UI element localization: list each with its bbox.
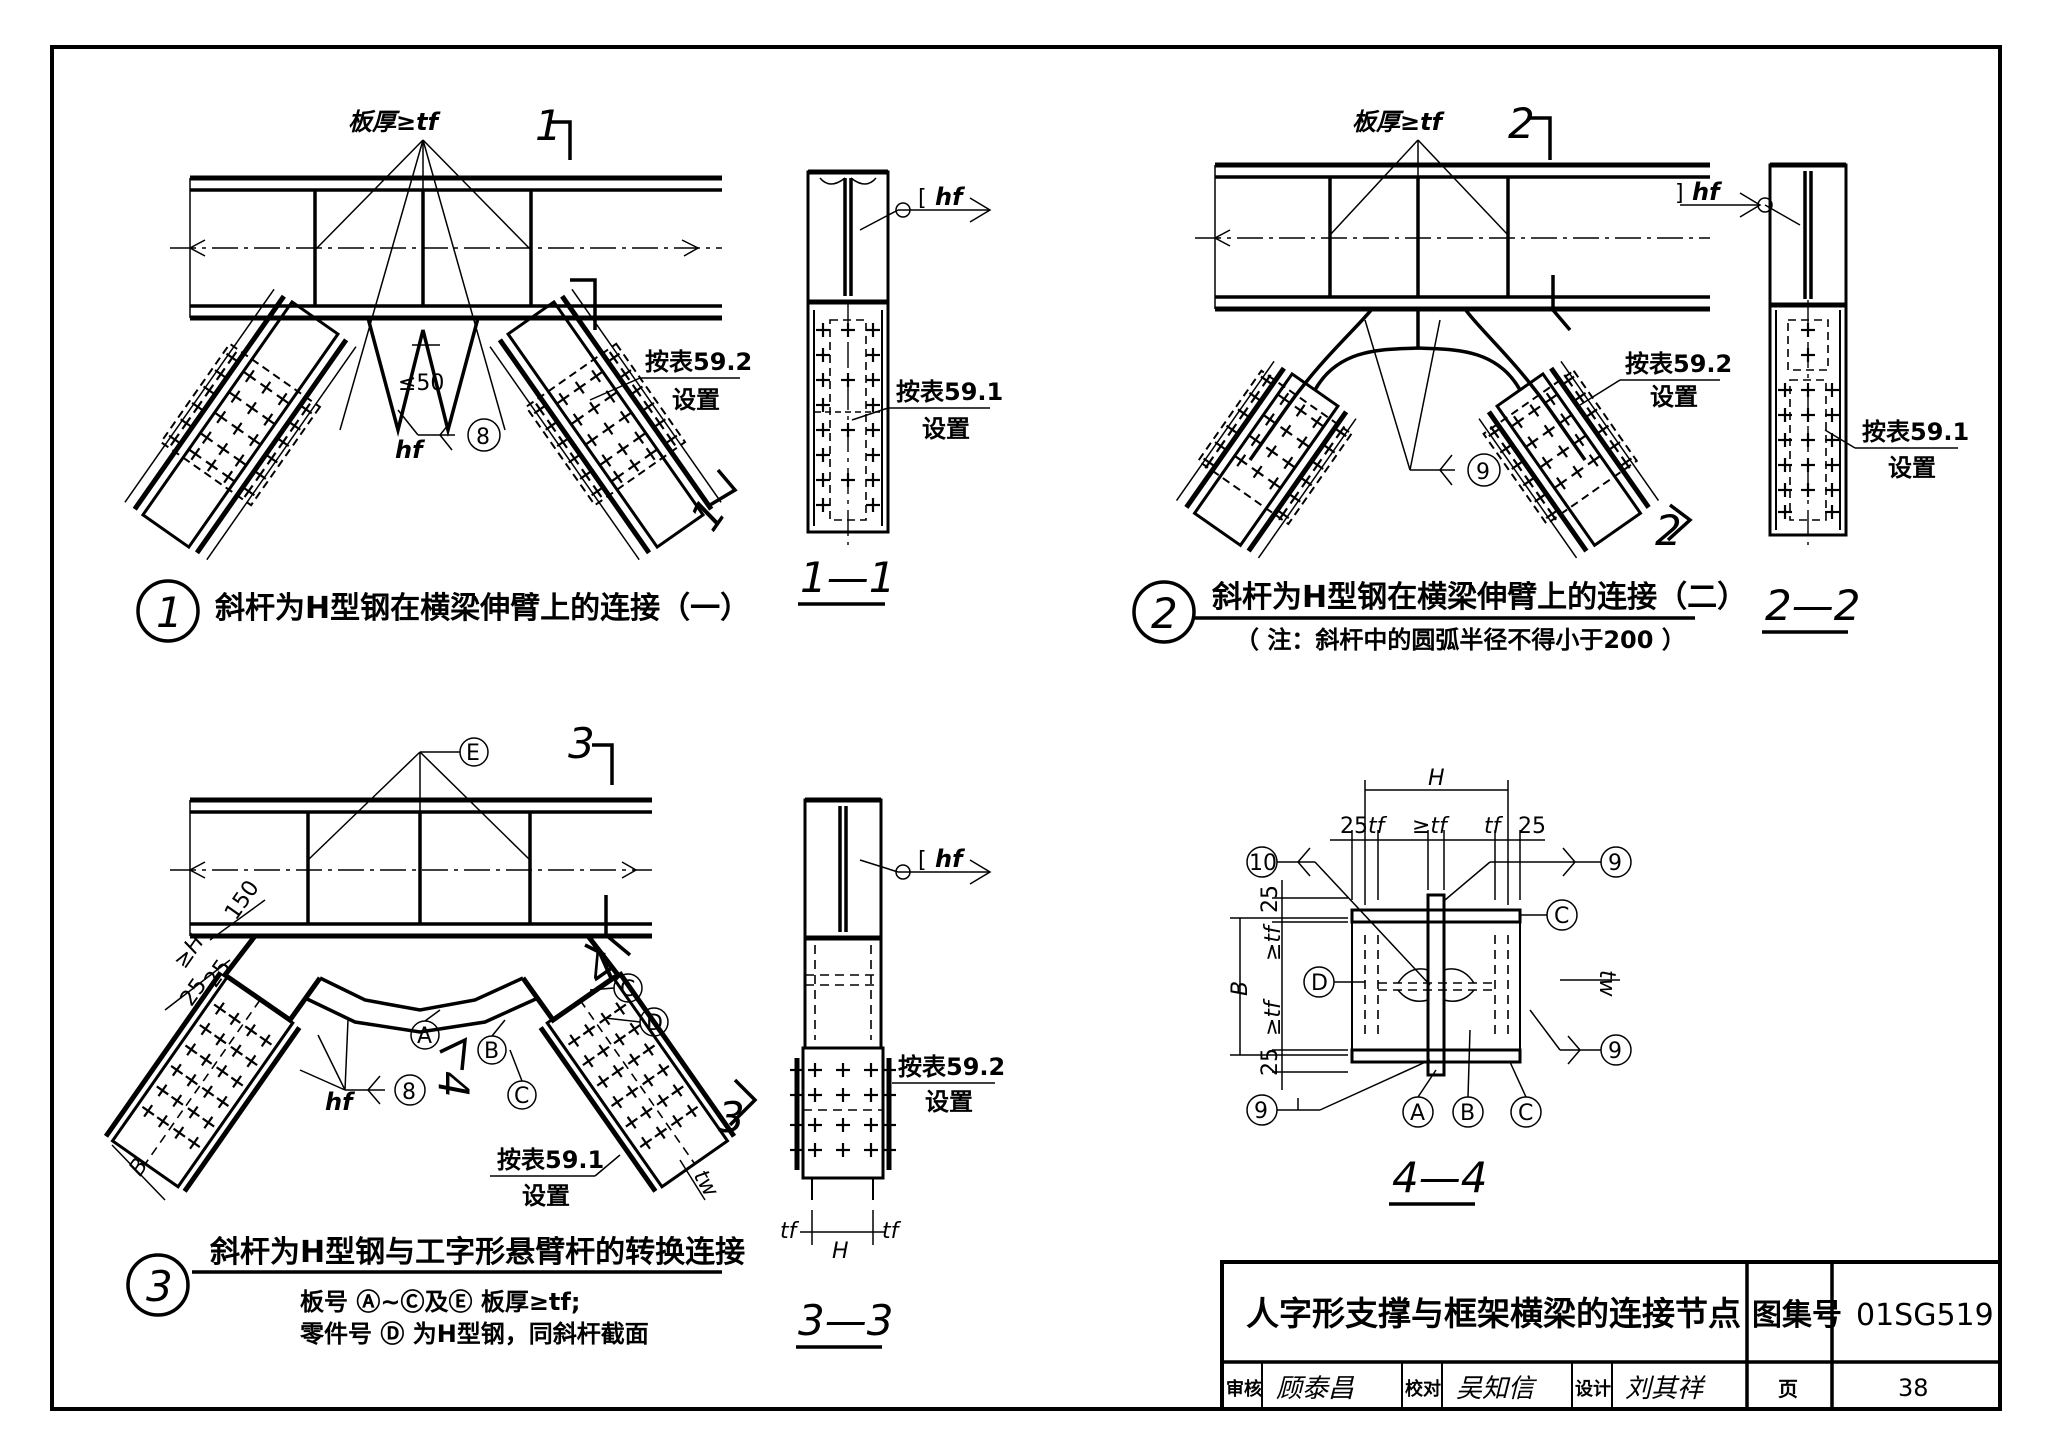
d3-weld-hf: hf [325, 1088, 355, 1116]
s44-dim-25-right: 25 [1518, 814, 1546, 839]
d1-weld-hf: hf [395, 436, 425, 464]
s33-tf-right: tf [882, 1219, 902, 1244]
tb-atlas-label: 图集号 [1752, 1298, 1842, 1333]
s33-h: H [832, 1239, 849, 1264]
s44-dim-25-bot: 25 [1258, 1048, 1283, 1076]
s44-plate-c-top: C [1554, 904, 1569, 929]
d1-plate-note: 板厚≥tf [348, 108, 441, 136]
s22-table591: 按表59.1 [1862, 418, 1969, 446]
s44-plate-d: D [1311, 971, 1328, 996]
s33-table592: 按表59.2 [898, 1053, 1005, 1081]
s44-dim-25-left: 25 [1340, 814, 1368, 839]
d3-plate-e: E [466, 741, 480, 766]
tb-page-label: 页 [1778, 1377, 1798, 1401]
s44-dim-tf-left: tf [1368, 814, 1388, 839]
d2-num: 2 [1151, 589, 1178, 638]
tb-title: 人字形支撑与框架横梁的连接节点 [1246, 1294, 1741, 1333]
s33-set: 设置 [925, 1088, 973, 1116]
d3-note1: 板号 Ⓐ~Ⓒ及Ⓔ 板厚≥tf; [300, 1288, 580, 1316]
tb-review-name: 顾泰昌 [1276, 1374, 1355, 1404]
s44-dim-h: H [1428, 766, 1445, 791]
s44-ref9-left: 9 [1254, 1099, 1268, 1124]
d3-section4-mark-bottom: 4 [429, 1071, 478, 1098]
s11-label: 1—1 [800, 553, 895, 602]
d1-weld-ref: 8 [476, 425, 490, 450]
detail-1: 板厚≥tf 1 1 ≤50 hf 8 按表59.2 设置 1 斜杆为H型钢在横梁… [124, 101, 752, 643]
d3-plate-d: D [646, 1011, 663, 1036]
s33-weld-hf: hf [935, 845, 965, 873]
tb-check-label: 校对 [1405, 1378, 1441, 1400]
s44-dim-tw: tw [1594, 970, 1619, 998]
d3-plate-c2: C [620, 977, 635, 1002]
s44-dim-gtf: ≥tf [1412, 814, 1450, 839]
s33-tf-left: tf [780, 1219, 800, 1244]
d1-spacing-note: ≤50 [398, 371, 444, 396]
d2-section-mark-top: 2 [1508, 99, 1535, 148]
d2-table592: 按表59.2 [1625, 350, 1732, 378]
d2-title: 斜杆为H型钢在横梁伸臂上的连接（二） [1212, 580, 1747, 615]
d3-set: 设置 [522, 1182, 570, 1210]
d2-note: （ 注：斜杆中的圆弧半径不得小于200 ） [1235, 626, 1686, 654]
d3-num: 3 [146, 1262, 173, 1311]
tb-design-name: 刘其祥 [1625, 1374, 1706, 1404]
s22-set: 设置 [1888, 454, 1936, 482]
d2-plate-note: 板厚≥tf [1352, 108, 1445, 136]
d1-set: 设置 [672, 386, 720, 414]
detail-3: E 3 3 4 4 A B C C D hf 8 [103, 719, 758, 1348]
s11-weld-hf: hf [935, 183, 965, 211]
section-3-3: [ hf 按表59.2 设置 tf tf H 3—3 [780, 797, 1005, 1349]
d1-title: 斜杆为H型钢在横梁伸臂上的连接（一） [215, 591, 750, 626]
d3-plate-c: C [514, 1084, 529, 1109]
s22-label: 2—2 [1765, 581, 1860, 630]
s11-table591: 按表59.1 [896, 378, 1003, 406]
svg-text:]: ] [1675, 181, 1684, 206]
s44-dim-b: B [1228, 981, 1253, 996]
section-2-2: ] hf 按表59.1 设置 2—2 [1675, 162, 1969, 634]
section-1-1: hf [ 按表59.1 设置 1—1 [798, 169, 1003, 606]
sheet-border [50, 45, 2002, 1411]
d3-dim-150: 150 [220, 876, 265, 925]
section-4-4: H 25 tf ≥tf tf 25 B 25 ≥tf ≥tf 25 tw 10 [1228, 766, 1632, 1206]
d3-section-mark-top: 3 [568, 719, 595, 768]
s33-label: 3—3 [798, 1296, 893, 1345]
tb-review-label: 审核 [1226, 1378, 1262, 1400]
tb-atlas-no: 01SG519 [1856, 1298, 1994, 1333]
tb-check-name: 吴知信 [1456, 1374, 1538, 1404]
s44-dim-25-top: 25 [1258, 885, 1283, 913]
s44-plate-b: B [1460, 1101, 1475, 1126]
title-block: 人字形支撑与框架横梁的连接节点 图集号 01SG519 审核 顾泰昌 校对 吴知… [1220, 1260, 2002, 1411]
d2-set: 设置 [1650, 383, 1698, 411]
s44-plate-a: A [1410, 1101, 1425, 1126]
tb-page-no: 38 [1898, 1374, 1929, 1402]
d3-section-mark-bottom: 3 [718, 1093, 745, 1142]
s22-weld-hf: hf [1692, 178, 1722, 206]
s44-ref9-right: 9 [1608, 1039, 1622, 1064]
tb-design-label: 设计 [1575, 1378, 1611, 1400]
d3-plate-b: B [484, 1039, 499, 1064]
d3-note2: 零件号 Ⓓ 为H型钢，同斜杆截面 [299, 1320, 649, 1348]
s44-label: 4—4 [1392, 1153, 1487, 1202]
s44-dim-tf-right: tf [1484, 814, 1504, 839]
d3-table591: 按表59.1 [497, 1146, 604, 1174]
s44-dim-gtf-bot: ≥tf [1261, 998, 1286, 1036]
d1-section-mark-top: 1 [535, 101, 562, 150]
s11-set: 设置 [922, 415, 970, 443]
d3-weld-ref: 8 [402, 1080, 416, 1105]
s44-ref9-top: 9 [1608, 851, 1622, 876]
d1-num: 1 [156, 588, 183, 637]
svg-text:[: [ [918, 186, 927, 211]
d1-table592: 按表59.2 [645, 348, 752, 376]
svg-text:[: [ [918, 848, 927, 873]
detail-2: 板厚≥tf 2 2 9 按表59.2 设置 2 斜杆为H型钢在横梁伸臂上的连接（… [1132, 99, 1747, 654]
d3-plate-a: A [417, 1024, 432, 1049]
d3-title: 斜杆为H型钢与工字形悬臂杆的转换连接 [210, 1235, 745, 1270]
s44-plate-c-bot: C [1518, 1101, 1533, 1126]
d3-dim-tw: tw [688, 1166, 723, 1202]
d2-weld-ref: 9 [1476, 460, 1490, 485]
s44-ref10: 10 [1249, 851, 1277, 876]
s44-dim-gtf-top: ≥tf [1261, 923, 1286, 961]
